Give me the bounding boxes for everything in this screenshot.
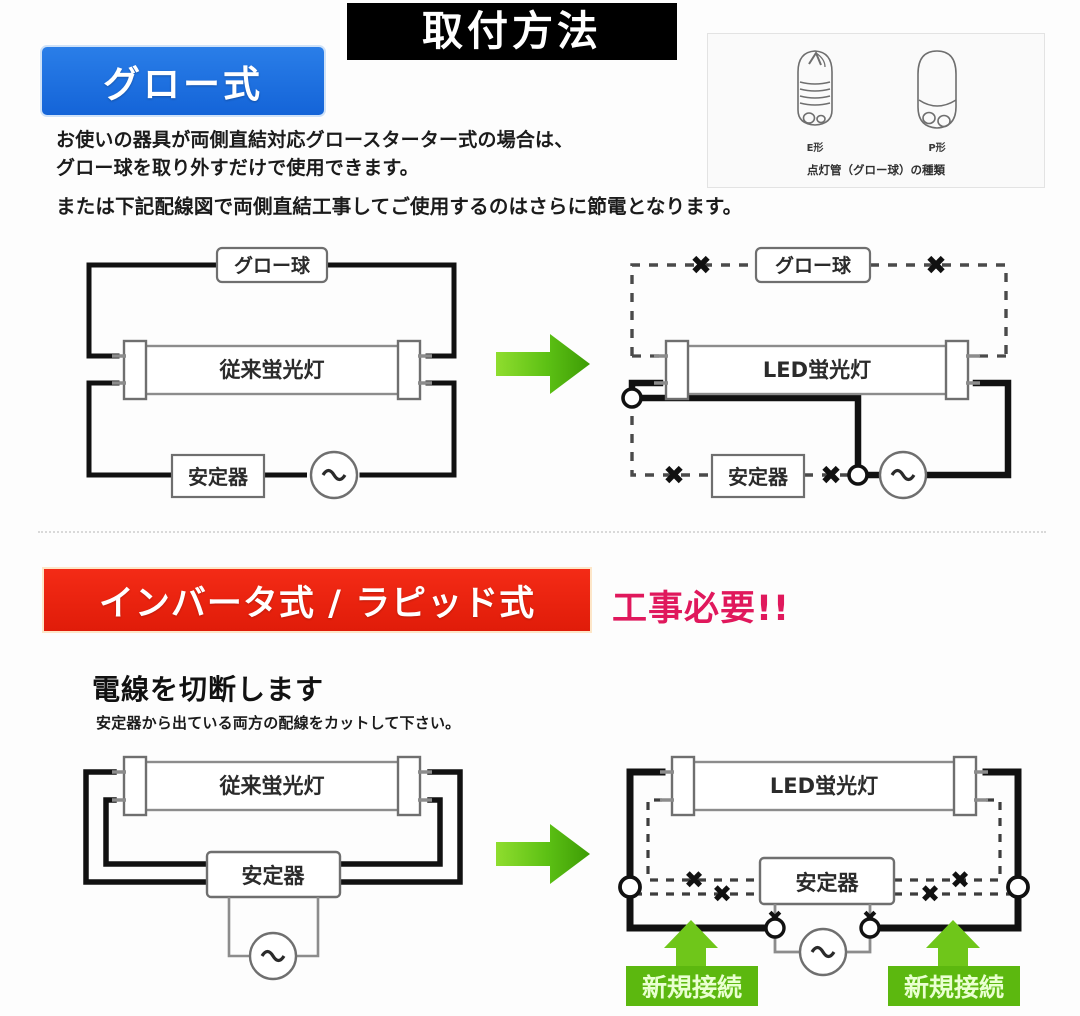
new-connection-label: 新規接続 <box>642 973 742 1002</box>
glow-starter-label: P形 <box>928 143 946 154</box>
ballast-box <box>710 453 806 499</box>
cut-mark-icon: ✖ <box>684 866 704 894</box>
wire-junction-dot <box>847 464 869 486</box>
new-connection-label: 新規接続 <box>904 973 1004 1002</box>
cut-mark-icon: ✖ <box>950 866 970 894</box>
wire-junction-dot <box>764 917 786 939</box>
intro-line-2: グロー球を取り外すだけで使用できます。 <box>56 157 419 179</box>
inset-caption: 点灯管（グロー球）の種類 <box>807 163 945 177</box>
ballast-box <box>170 453 266 499</box>
glow-bulb-label: グロー球 <box>234 254 311 277</box>
glow-starter-item: E形 <box>784 42 846 154</box>
new-connection-badge-left: 新規接続 <box>626 966 758 1006</box>
glow-bulb-box <box>215 246 329 284</box>
inverter-type-badge-label: インバータ式 / ラピッド式 <box>98 583 536 624</box>
cut-wires-title: 電線を切断します <box>92 673 325 706</box>
lamp-label: LED蛍光灯 <box>763 358 871 382</box>
lamp-label: 従来蛍光灯 <box>219 358 325 382</box>
diagram-glow-led-bypass: グロー球 ✖ ✖ LED蛍光灯 安定器 ✖ ✖ <box>608 243 1038 513</box>
glow-starter-p-icon <box>906 42 968 138</box>
diagram-inverter-conventional: 従来蛍光灯 安定器 <box>62 752 482 1002</box>
lamp-label: 従来蛍光灯 <box>219 774 325 798</box>
glow-starter-item: P形 <box>906 42 968 154</box>
wire-junction-dot <box>859 917 881 939</box>
cut-mark-icon: ✖ <box>690 251 712 281</box>
ballast-label: 安定器 <box>188 465 249 489</box>
cut-mark-icon: ✖ <box>820 461 842 491</box>
lamp-label: LED蛍光灯 <box>770 774 878 798</box>
diagram-glow-conventional: グロー球 従来蛍光灯 安定器 <box>62 243 482 513</box>
glow-starter-list: E形 P形 <box>708 42 1044 154</box>
wire-junction-dot <box>1006 875 1030 899</box>
new-connection-badge-right: 新規接続 <box>888 966 1020 1006</box>
section-divider <box>38 531 1046 533</box>
cut-mark-icon: ✖ <box>920 880 940 908</box>
glow-type-badge-label: グロー式 <box>103 63 263 106</box>
intro-line-3: または下記配線図で両側直結工事してご使用するのはさらに節電となります。 <box>56 195 743 218</box>
inverter-type-badge: インバータ式 / ラピッド式 <box>42 567 592 633</box>
work-required-text: 工事必要!! <box>612 589 790 629</box>
page-title: 取付方法 <box>422 7 602 55</box>
glow-bulb-box <box>754 246 872 284</box>
transform-arrow-icon <box>494 820 594 892</box>
glow-type-badge: グロー式 <box>40 45 326 117</box>
cut-mark-icon: ✖ <box>712 880 732 908</box>
ballast-label: 安定器 <box>242 864 306 888</box>
ballast-label: 安定器 <box>728 465 789 489</box>
glow-bulb-label: グロー球 <box>775 254 852 277</box>
transform-arrow-icon <box>494 330 594 402</box>
cut-wires-subtitle: 安定器から出ている両方の配線をカットして下さい。 <box>96 714 461 732</box>
page-title-banner: 取付方法 <box>347 3 677 60</box>
cut-mark-icon: ✖ <box>925 251 947 281</box>
glow-starter-types-inset: E形 P形 点灯管（グロー球）の種類 <box>707 33 1045 188</box>
cut-mark-icon: ✖ <box>663 461 685 491</box>
wire-junction-dot <box>621 387 643 409</box>
glow-starter-label: E形 <box>806 143 824 154</box>
ballast-label: 安定器 <box>796 871 860 895</box>
intro-text-block: お使いの器具が両側直結対応グロースターター式の場合は、 グロー球を取り外すだけで… <box>56 126 846 222</box>
intro-line-1: お使いの器具が両側直結対応グロースターター式の場合は、 <box>56 129 574 151</box>
ballast-box <box>205 850 342 899</box>
diagram-inverter-led-bypass: LED蛍光灯 安定器 ✖ ✖ ✖ ✖ ✖ ✖ <box>608 752 1048 1016</box>
ballast-box <box>758 856 896 906</box>
wire-junction-dot <box>618 875 642 899</box>
glow-starter-e-icon <box>784 42 846 138</box>
